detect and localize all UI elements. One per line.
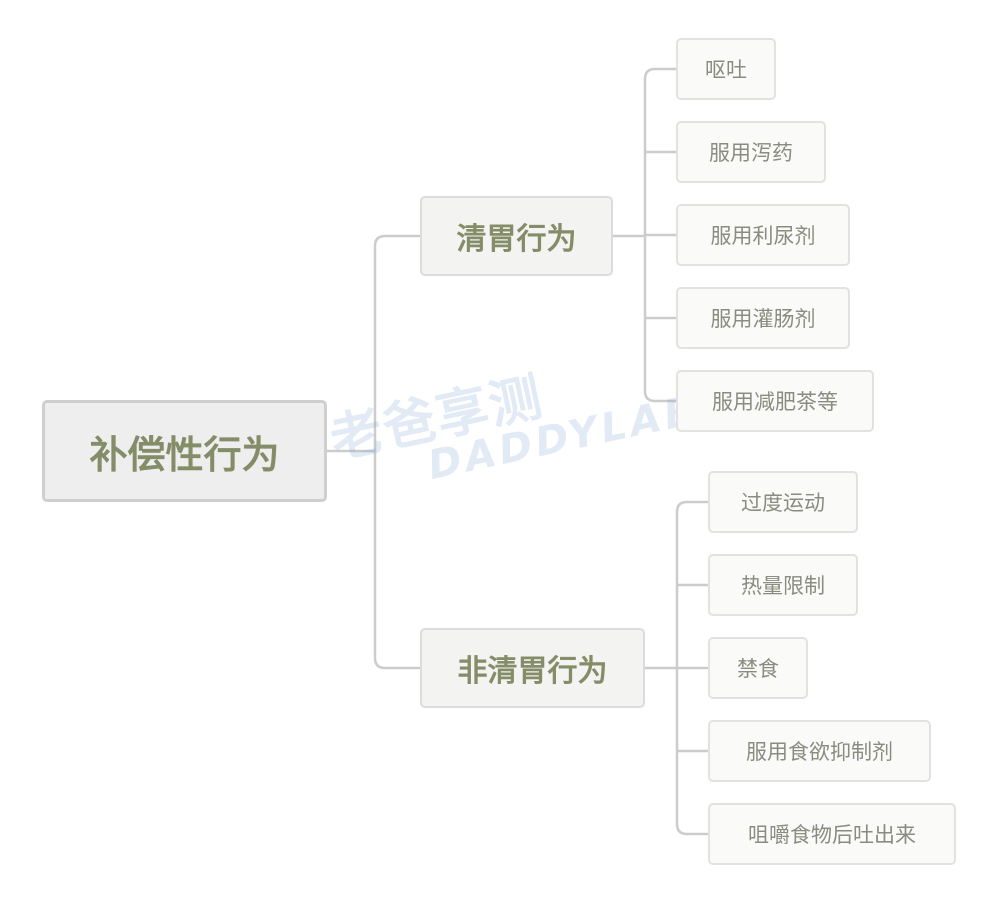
branch-node-non-purging: 非清胃行为	[420, 628, 645, 708]
connector-branch-2	[645, 500, 708, 836]
connector-root	[327, 234, 420, 670]
leaf-node: 咀嚼食物后吐出来	[708, 803, 956, 865]
root-node: 补偿性行为	[42, 400, 327, 502]
leaf-node: 服用食欲抑制剂	[708, 720, 931, 782]
connector-branch-1	[613, 67, 676, 403]
branch-node-purging: 清胃行为	[420, 196, 613, 276]
leaf-node: 服用泻药	[676, 121, 826, 183]
leaf-node: 过度运动	[708, 471, 858, 533]
leaf-node: 服用减肥茶等	[676, 370, 874, 432]
leaf-node: 禁食	[708, 637, 808, 699]
leaf-node: 服用灌肠剂	[676, 287, 850, 349]
leaf-node: 热量限制	[708, 554, 858, 616]
leaf-node: 服用利尿剂	[676, 204, 850, 266]
leaf-node: 呕吐	[676, 38, 776, 100]
